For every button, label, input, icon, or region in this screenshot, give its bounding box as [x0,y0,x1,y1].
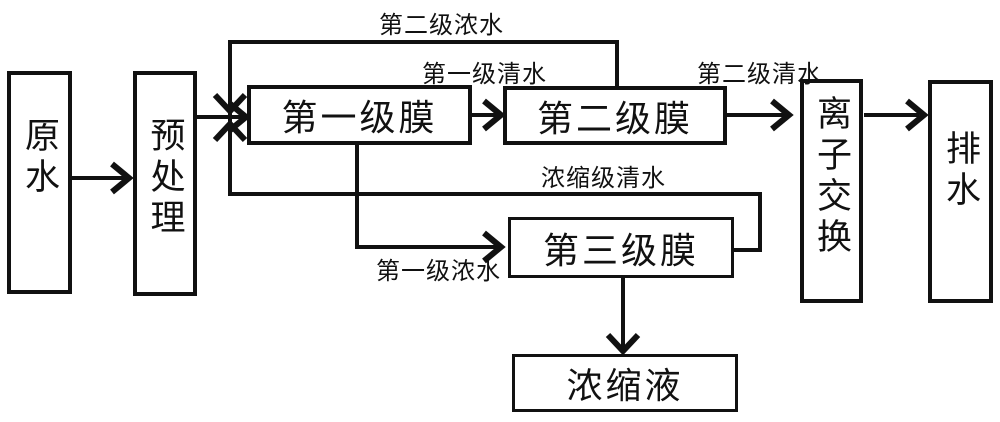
node-drain-water: 排水 [928,80,993,303]
arrowhead-right-icon [770,98,794,132]
node-stage3-membrane-label: 第三级膜 [542,230,699,271]
node-drain-water-label: 排水 [941,130,980,212]
node-ion-exchange-label: 离子交换 [812,95,851,259]
node-ion-exchange: 离子交换 [800,79,863,303]
node-pretreatment: 预处理 [133,71,197,296]
arrowhead-right-icon [482,230,506,264]
node-raw-water-label: 原水 [20,117,59,199]
node-raw-water: 原水 [7,71,72,294]
edge-stage2-concentrate-recycle [228,40,619,196]
arrowhead-right-icon [110,161,134,195]
edge-stage1-concentrate-to-stage3 [355,145,497,249]
node-stage1-membrane: 第一级膜 [247,85,472,145]
node-pretreatment-label: 预处理 [145,117,185,240]
node-stage1-membrane-label: 第一级膜 [281,98,438,138]
arrowhead-right-icon [482,98,506,132]
edge-stage3-clean-recycle [230,192,762,252]
node-concentrate-label: 浓缩液 [566,366,684,406]
node-stage2-membrane-label: 第二级膜 [536,98,693,139]
edge-label-concentrate-stage-clean-water: 浓缩级清水 [541,166,666,192]
node-stage3-membrane: 第三级膜 [508,217,734,278]
arrowhead-down-icon [212,92,248,116]
arrowhead-down-icon [605,332,641,356]
edge-label-stage1-concentrate-water: 第一级浓水 [376,259,501,285]
edge-label-stage2-concentrate-water: 第二级浓水 [379,13,504,39]
edge-label-stage1-clean-water: 第一级清水 [422,62,547,88]
node-concentrate: 浓缩液 [512,354,738,412]
node-stage2-membrane: 第二级膜 [503,86,727,145]
arrowhead-right-icon [905,98,929,132]
edge-label-stage2-clean-water: 第二级清水 [697,62,822,88]
arrowhead-up-icon [212,119,248,143]
